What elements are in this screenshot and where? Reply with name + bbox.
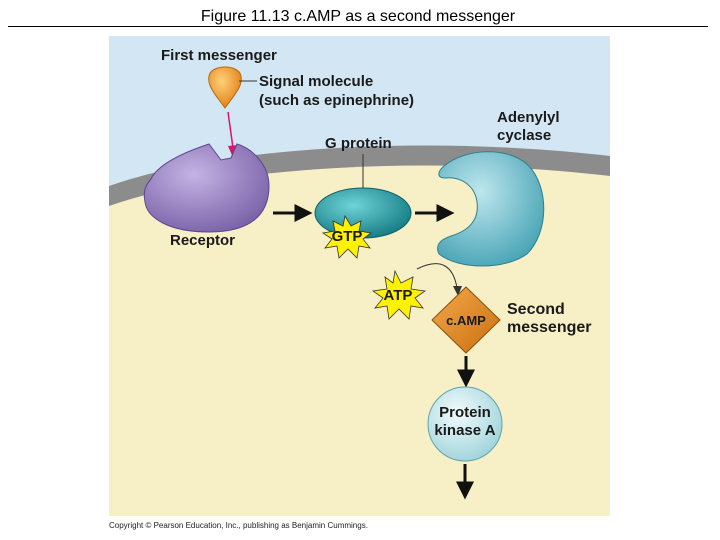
- diagram-svg: First messenger Signal molecule (such as…: [109, 36, 610, 516]
- label-messenger: messenger: [507, 319, 592, 336]
- label-protein: Protein: [439, 404, 491, 421]
- label-cyclase: cyclase: [497, 127, 551, 144]
- protein-kinase-a-shape: [427, 386, 503, 462]
- title-bar: Figure 11.13 c.AMP as a second messenger: [8, 4, 708, 27]
- label-receptor: Receptor: [170, 232, 235, 249]
- camp-diamond: [431, 286, 501, 354]
- copyright-notice: Copyright © Pearson Education, Inc., pub…: [109, 521, 368, 530]
- label-g-protein: G protein: [325, 135, 392, 152]
- g-protein-shape: [314, 187, 412, 239]
- label-signal-example: (such as epinephrine): [259, 92, 414, 109]
- atp-conversion-arrowhead: [453, 286, 462, 296]
- label-adenylyl: Adenylyl: [497, 109, 560, 126]
- receptor-shape: [143, 143, 270, 233]
- label-signal-molecule: Signal molecule: [259, 73, 373, 90]
- label-kinase-a: kinase A: [434, 422, 495, 439]
- signal-molecule-shape: [208, 66, 242, 109]
- gtp-burst: [321, 214, 372, 259]
- signal-binding-arrow: [227, 111, 234, 149]
- adenylyl-cyclase-shape: [437, 151, 545, 267]
- label-second: Second: [507, 301, 565, 318]
- atp-conversion-arrow: [416, 263, 458, 289]
- label-gtp: GTP: [332, 228, 363, 245]
- atp-burst: [371, 269, 427, 320]
- label-atp: ATP: [384, 287, 413, 304]
- figure-title: Figure 11.13 c.AMP as a second messenger: [200, 8, 516, 25]
- diagram-panel: First messenger Signal molecule (such as…: [109, 36, 610, 516]
- label-camp: c.AMP: [446, 313, 486, 328]
- label-first-messenger: First messenger: [161, 47, 277, 64]
